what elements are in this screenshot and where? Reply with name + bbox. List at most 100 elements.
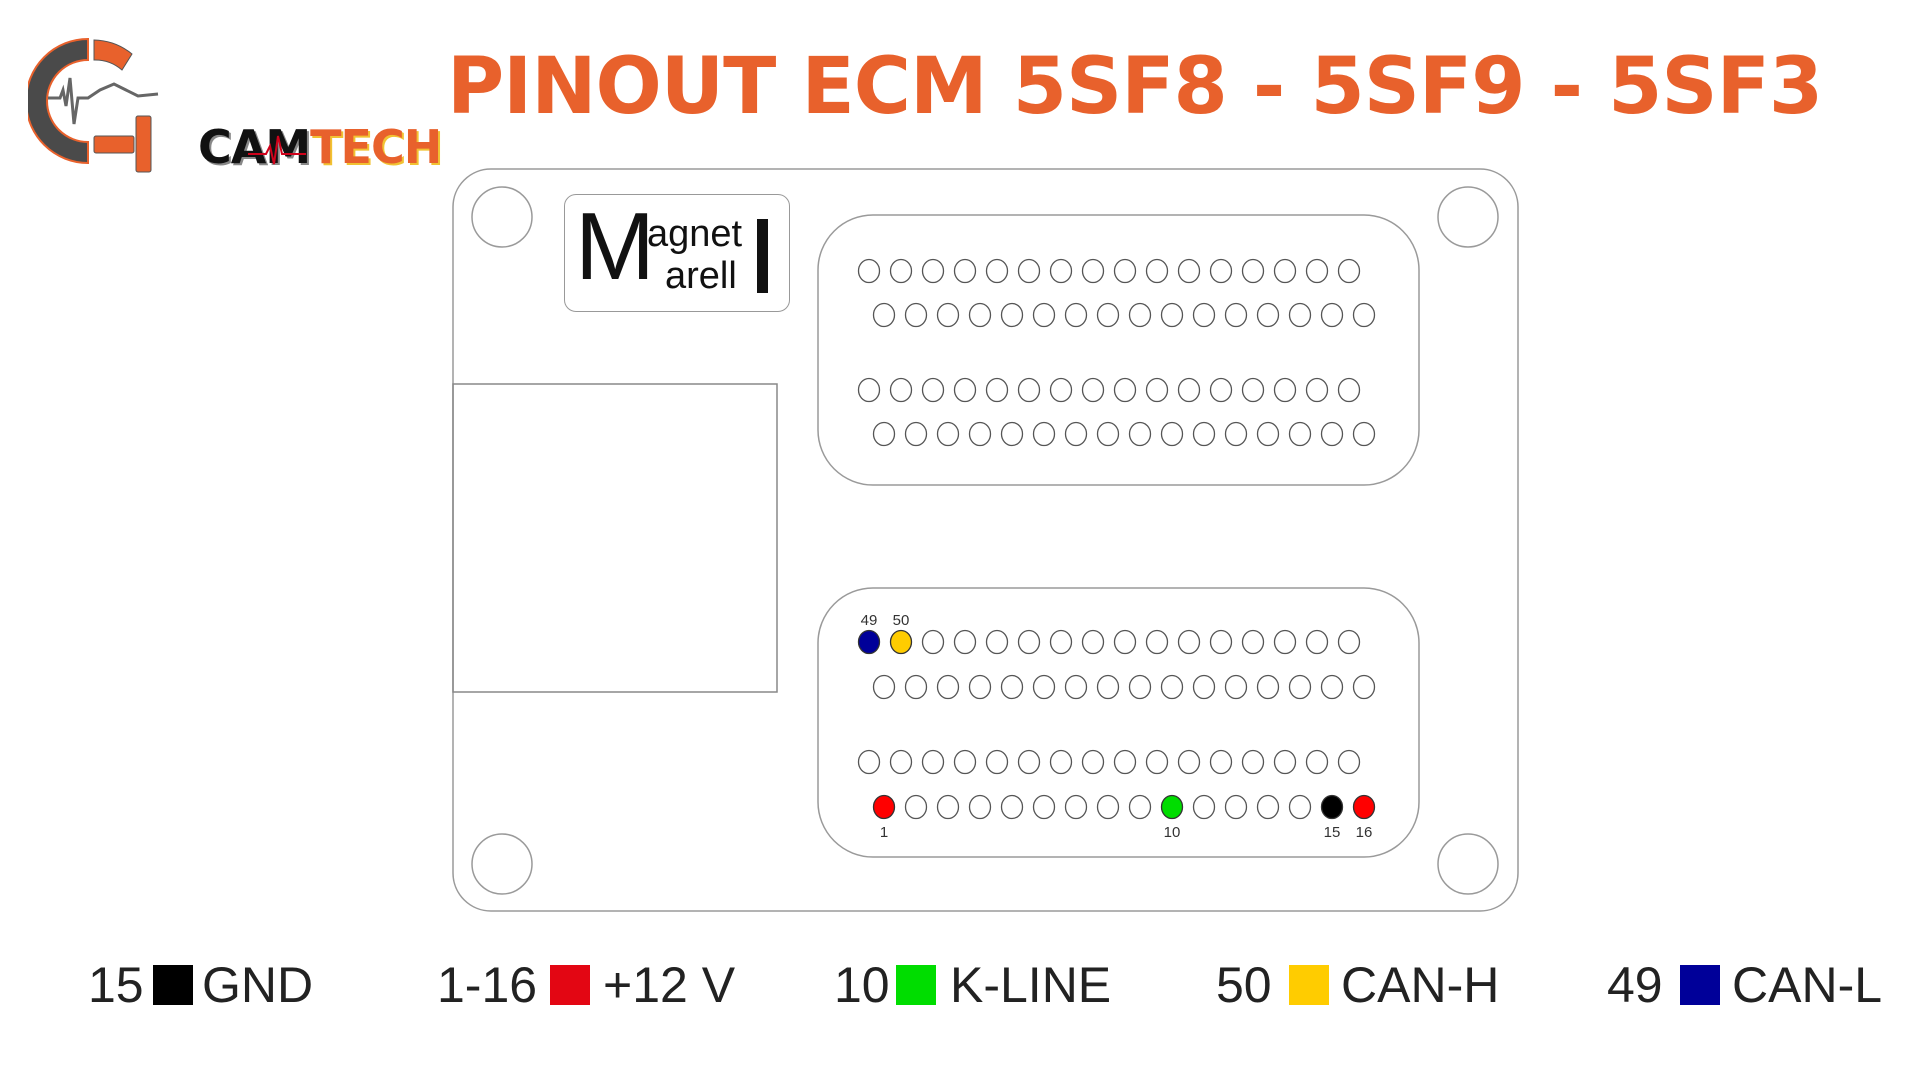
pin bbox=[1049, 258, 1073, 284]
pin bbox=[1000, 674, 1024, 700]
pin bbox=[1081, 629, 1105, 655]
pin bbox=[1017, 629, 1041, 655]
pin bbox=[1032, 674, 1056, 700]
logo-line2: arell bbox=[665, 255, 737, 297]
pin-16 bbox=[1352, 794, 1376, 820]
pin bbox=[1049, 749, 1073, 775]
pin bbox=[1241, 629, 1265, 655]
pin-number-label: 16 bbox=[1356, 824, 1373, 841]
pin bbox=[1209, 258, 1233, 284]
pin bbox=[1096, 421, 1120, 447]
pin bbox=[1128, 674, 1152, 700]
pin bbox=[1209, 377, 1233, 403]
pin bbox=[1064, 674, 1088, 700]
logo-line1: agnet bbox=[647, 213, 743, 255]
camtech-wordmark: CAMTECH bbox=[198, 120, 442, 174]
pin bbox=[1145, 749, 1169, 775]
legend-12v-swatch bbox=[550, 965, 590, 1005]
pin bbox=[953, 629, 977, 655]
pin bbox=[1273, 377, 1297, 403]
logo-tech-text: TECH bbox=[310, 120, 442, 174]
pin bbox=[1305, 377, 1329, 403]
pin bbox=[904, 302, 928, 328]
mounting-hole bbox=[471, 833, 533, 895]
pin bbox=[1000, 421, 1024, 447]
camtech-emblem-icon bbox=[25, 37, 159, 173]
pin-number-label: 1 bbox=[880, 824, 888, 841]
pin bbox=[1352, 302, 1376, 328]
pin bbox=[889, 377, 913, 403]
pin bbox=[1241, 258, 1265, 284]
legend-canl-label: CAN-L bbox=[1732, 957, 1883, 1013]
pin bbox=[1352, 421, 1376, 447]
mounting-hole bbox=[1437, 186, 1499, 248]
camtech-logo: CAMTECH bbox=[25, 34, 442, 176]
pin bbox=[968, 674, 992, 700]
pin bbox=[953, 258, 977, 284]
pin bbox=[1320, 674, 1344, 700]
pin bbox=[921, 258, 945, 284]
pin bbox=[1224, 421, 1248, 447]
pin bbox=[1192, 421, 1216, 447]
pin bbox=[1288, 302, 1312, 328]
pin bbox=[1128, 421, 1152, 447]
pin bbox=[953, 377, 977, 403]
pin bbox=[1081, 258, 1105, 284]
pin bbox=[1017, 377, 1041, 403]
pin bbox=[1224, 302, 1248, 328]
legend-gnd-label: GND bbox=[202, 957, 314, 1013]
pin bbox=[872, 302, 896, 328]
pin bbox=[1305, 629, 1329, 655]
pin bbox=[1337, 377, 1361, 403]
upper-connector-outline bbox=[817, 214, 1420, 486]
pin bbox=[1160, 421, 1184, 447]
pin bbox=[1224, 674, 1248, 700]
legend-12v-label: +12 V bbox=[603, 957, 736, 1013]
pin bbox=[904, 794, 928, 820]
pin bbox=[1017, 258, 1041, 284]
logo-bar-letter bbox=[757, 219, 768, 293]
pin bbox=[1256, 674, 1280, 700]
legend-canl-swatch bbox=[1680, 965, 1720, 1005]
pin bbox=[1032, 302, 1056, 328]
pin-number-label: 49 bbox=[861, 612, 878, 629]
pin bbox=[1337, 258, 1361, 284]
pin bbox=[1064, 302, 1088, 328]
pin bbox=[985, 629, 1009, 655]
pin bbox=[857, 377, 881, 403]
pin bbox=[936, 674, 960, 700]
pin bbox=[1160, 674, 1184, 700]
pin bbox=[1209, 629, 1233, 655]
pin bbox=[1096, 302, 1120, 328]
pin bbox=[1113, 377, 1137, 403]
pin bbox=[1192, 794, 1216, 820]
pin-number-label: 10 bbox=[1164, 824, 1181, 841]
pin bbox=[1113, 749, 1137, 775]
pin bbox=[921, 749, 945, 775]
pin bbox=[889, 749, 913, 775]
pin bbox=[1273, 749, 1297, 775]
legend-12v-pins: 1-16 bbox=[437, 957, 538, 1013]
pin bbox=[1017, 749, 1041, 775]
pin-10 bbox=[1160, 794, 1184, 820]
pin bbox=[1032, 421, 1056, 447]
pin bbox=[1288, 794, 1312, 820]
legend-canh-pins: 50 bbox=[1216, 957, 1272, 1013]
pin bbox=[985, 377, 1009, 403]
magneti-marelli-logo: M agnet arell bbox=[564, 194, 790, 312]
pin bbox=[857, 258, 881, 284]
pin-50 bbox=[889, 629, 913, 655]
pin bbox=[921, 629, 945, 655]
pin bbox=[872, 421, 896, 447]
pin bbox=[1305, 258, 1329, 284]
logo-letter-m: M bbox=[575, 193, 655, 300]
pin bbox=[1273, 629, 1297, 655]
legend-kline-pins: 10 bbox=[834, 957, 890, 1013]
pin bbox=[936, 421, 960, 447]
pin bbox=[1256, 794, 1280, 820]
pin bbox=[1049, 377, 1073, 403]
mounting-hole bbox=[471, 186, 533, 248]
pin bbox=[857, 749, 881, 775]
legend-canl-pins: 49 bbox=[1607, 957, 1663, 1013]
legend-canh-label: CAN-H bbox=[1341, 957, 1500, 1013]
